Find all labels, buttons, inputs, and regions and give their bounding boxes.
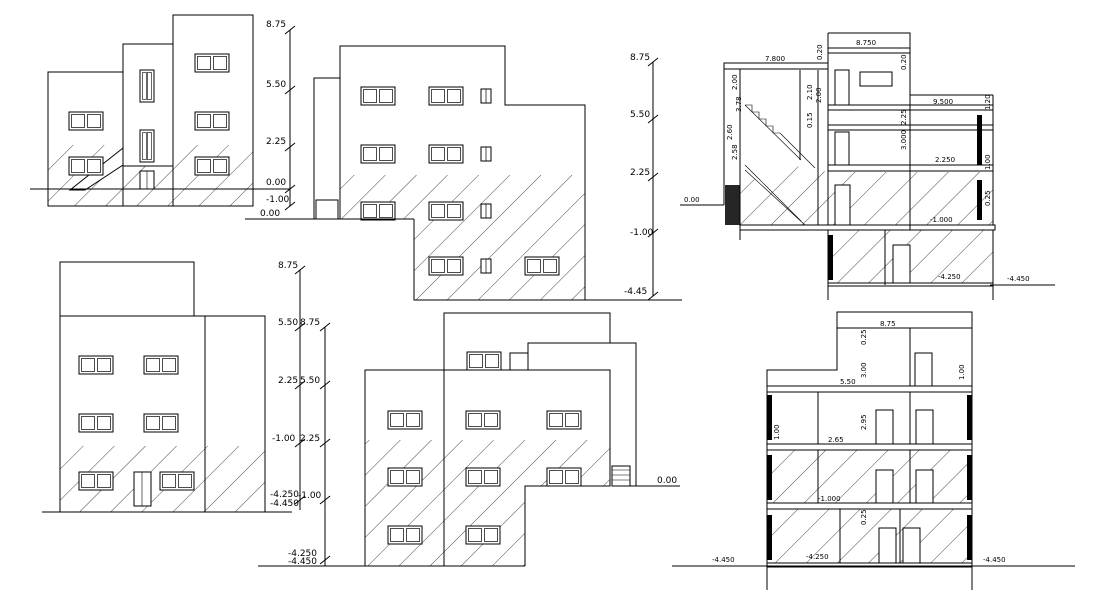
section-a-label-14: 0.25 [984, 190, 992, 206]
elevation-a: 8.75 5.50 2.25 0.00 -1.00 [30, 14, 296, 211]
elev-a-level-2: 5.50 [266, 80, 286, 90]
elev-d-ground-label: 0.00 [657, 476, 677, 486]
section-b-label-1: 8.75 [880, 320, 896, 328]
elev-d-level-6: -4.450 [288, 557, 317, 567]
section-a-label-10: 2.00 [815, 87, 823, 103]
elev-a-level-4: 0.00 [266, 178, 286, 188]
section-a-label-3: 9.500 [933, 98, 953, 106]
section-a-label-12: 2.25 [900, 109, 908, 125]
section-a: 0.00 -4.450 8.750 7.800 9.500 2.250 -1.0… [680, 32, 1055, 300]
elev-c-level-6: -4.450 [270, 499, 299, 509]
section-a-label-4: 2.250 [935, 156, 955, 164]
section-a-label-17: 2.10 [806, 84, 814, 100]
section-b-label-9: 0.25 [860, 329, 868, 345]
elev-b-level-5: -4.45 [624, 287, 647, 297]
elev-a-level-3: 2.25 [266, 137, 286, 147]
elev-a-level-5: -1.00 [266, 195, 290, 205]
section-b-label-6: -4.450 [712, 556, 735, 564]
section-a-left-datum: 0.00 [684, 196, 700, 204]
elev-a-ground-label: 0.00 [260, 209, 280, 219]
section-b-label-7: -4.450 [983, 556, 1006, 564]
section-b-label-2: 5.50 [840, 378, 856, 386]
elev-a-level-1: 8.75 [266, 20, 286, 30]
section-a-label-5: -1.000 [930, 216, 953, 224]
elevation-b: 0.00 8.75 5.50 2.25 -1.00 -4.45 [245, 45, 682, 301]
section-a-label-1: 8.750 [856, 39, 876, 47]
elev-c-level-5: -4.250 [270, 490, 299, 500]
elev-c-level-3: 2.25 [278, 376, 298, 386]
section-a-label-15: 2.60 [726, 124, 734, 140]
section-b-label-5: -4.250 [806, 553, 829, 561]
elev-d-level-5: -4.250 [288, 549, 317, 559]
section-a-label-19: 0.20 [900, 54, 908, 70]
elev-c-level-1: 8.75 [278, 261, 298, 271]
section-a-label-20: 1.20 [984, 94, 992, 110]
section-b-label-13: 0.25 [860, 509, 868, 525]
section-b-label-12: 1.00 [958, 364, 966, 380]
elev-c-level-4: -1.00 [272, 434, 296, 444]
section-a-label-8: 2.58 [731, 144, 739, 160]
section-a-label-16: 0.20 [816, 44, 824, 60]
section-a-label-13: 1.00 [984, 154, 992, 170]
elev-c-level-2: 5.50 [278, 318, 298, 328]
elevation-d: 0.00 8.75 5.50 2.25 -1.00 -4.250 -4.450 [258, 312, 680, 567]
elev-d-level-1: 8.75 [300, 318, 320, 328]
section-b-label-10: 1.00 [773, 424, 781, 440]
elev-b-level-3: 2.25 [630, 168, 650, 178]
section-a-label-9: 3.78 [735, 96, 743, 112]
section-b: 8.75 5.50 2.65 -1.000 -4.250 -4.450 -4.4… [672, 311, 1075, 590]
section-b-label-3: 2.65 [828, 436, 844, 444]
elev-d-level-4: -1.00 [298, 491, 322, 501]
section-b-label-4: -1.000 [818, 495, 841, 503]
section-a-label-11: 3.000 [900, 130, 908, 150]
elev-d-level-2: 5.50 [300, 376, 320, 386]
elev-b-level-1: 8.75 [630, 53, 650, 63]
elevation-c: 8.75 5.50 2.25 -1.00 -4.250 -4.450 [42, 261, 306, 513]
section-a-label-6: -4.250 [938, 273, 961, 281]
section-a-right-datum: -4.450 [1007, 275, 1030, 283]
section-b-label-11: 2.95 [860, 414, 868, 430]
section-b-label-8: 3.00 [860, 362, 868, 378]
section-a-label-7: 0.15 [806, 112, 814, 128]
section-a-label-2: 7.800 [765, 55, 785, 63]
elev-d-level-3: 2.25 [300, 434, 320, 444]
elev-b-level-4: -1.00 [630, 228, 654, 238]
section-a-label-18: 2.00 [731, 74, 739, 90]
elev-b-level-2: 5.50 [630, 110, 650, 120]
